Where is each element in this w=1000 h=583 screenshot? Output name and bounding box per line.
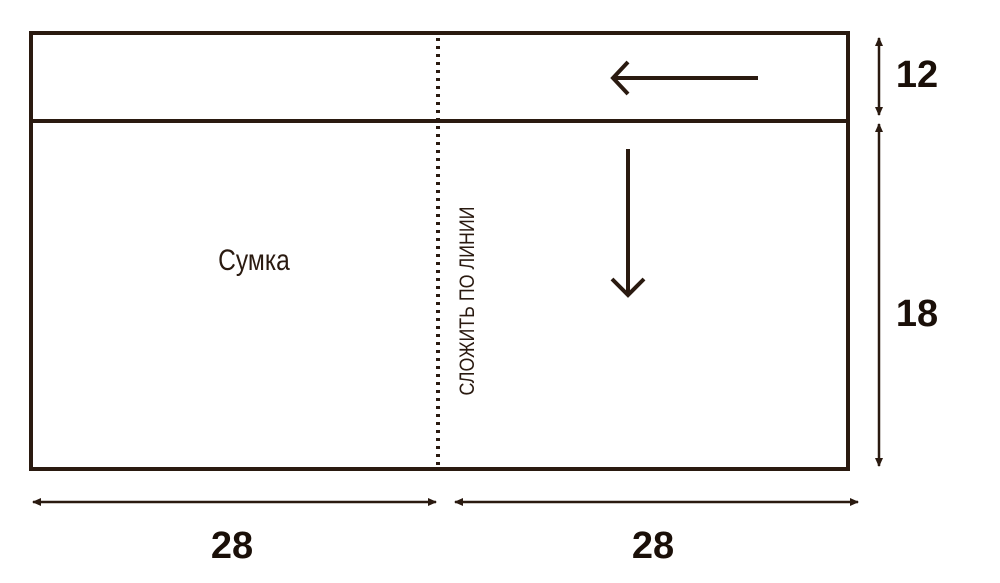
pattern-outline — [29, 31, 850, 471]
dimension-label-body: 18 — [896, 293, 938, 335]
dimension-label-right-width: 28 — [632, 525, 674, 567]
fold-line-label: СЛОЖИТЬ ПО ЛИНИИ — [456, 207, 480, 396]
down-arrow-icon — [610, 149, 646, 298]
dimension-label-left-width: 28 — [211, 525, 253, 567]
piece-label: Сумка — [218, 243, 290, 277]
left-arrow-icon — [610, 60, 758, 96]
dimension-label-top-band: 12 — [896, 54, 938, 96]
